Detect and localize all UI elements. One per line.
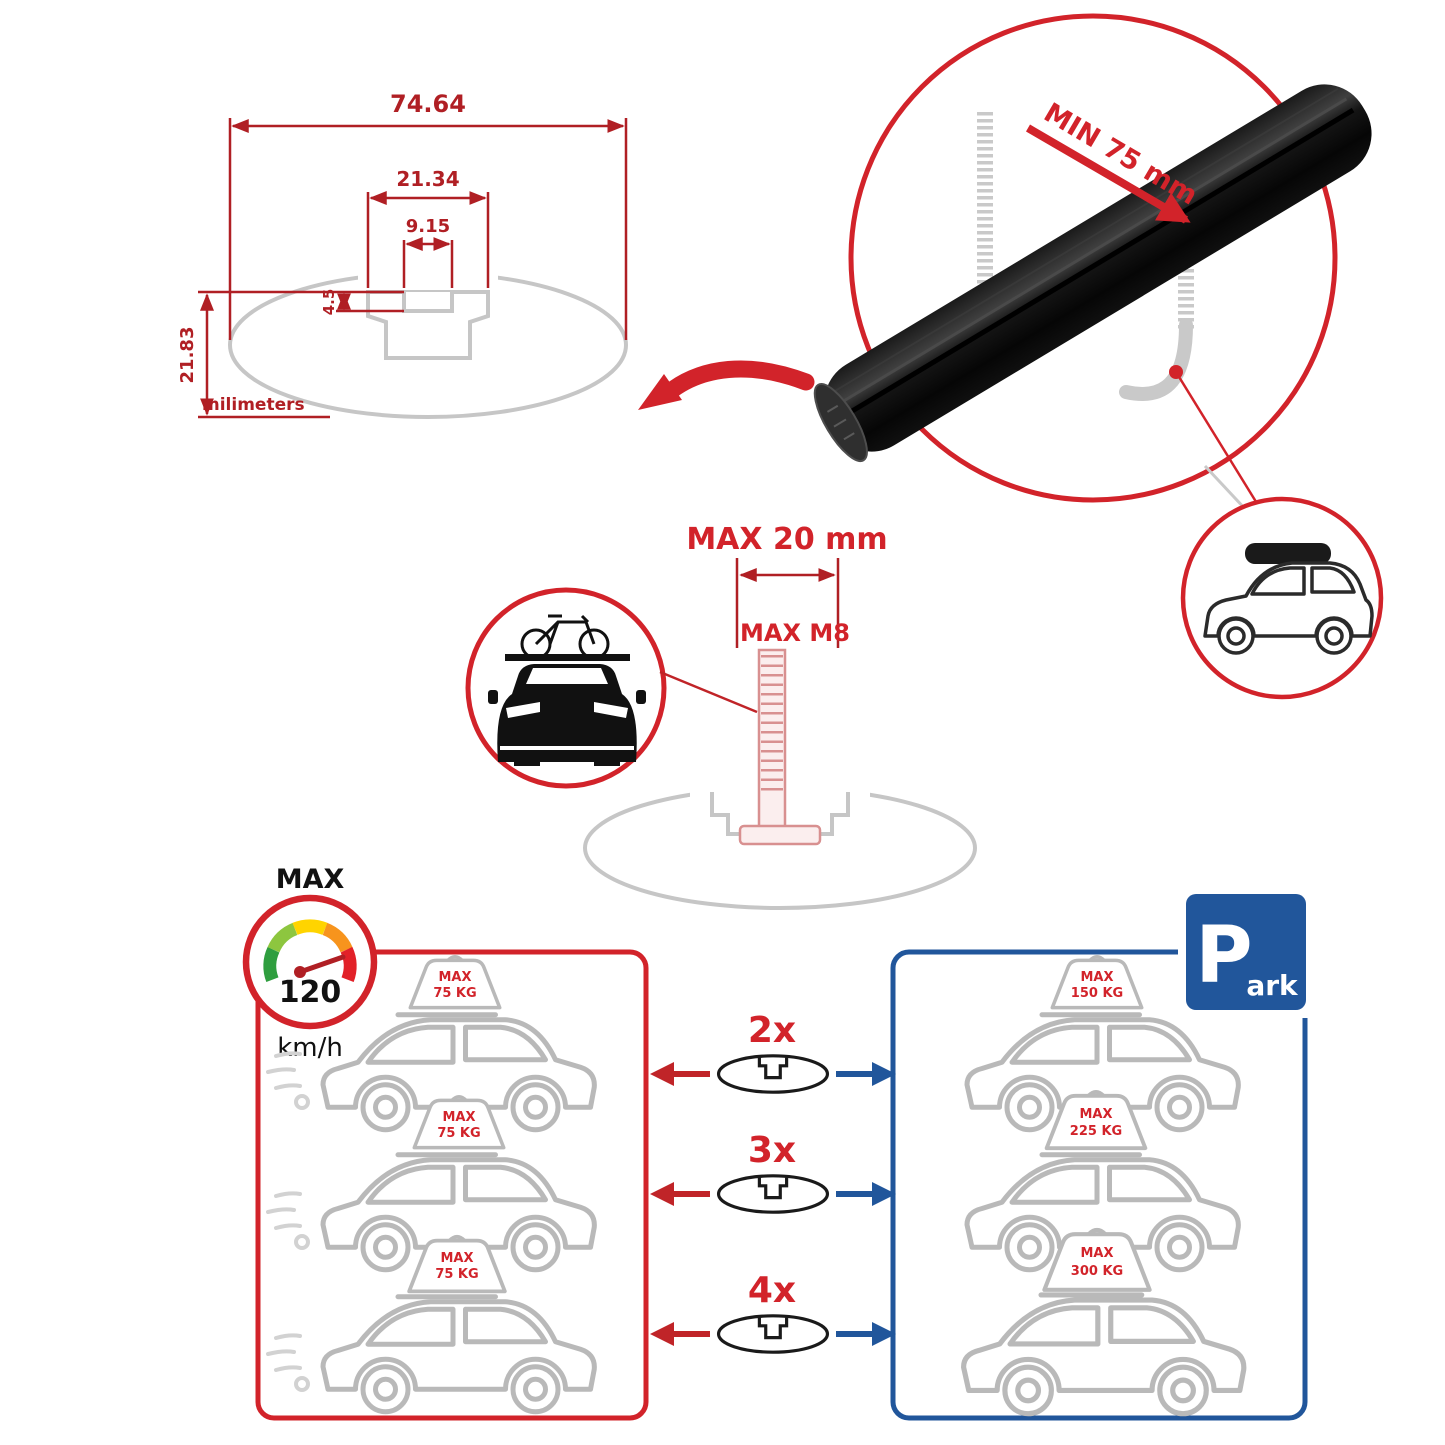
gauge-circle [242, 894, 378, 1030]
cargo-value: 225 KG [1070, 1124, 1122, 1139]
dim-slot-width: 9.15 [406, 216, 450, 237]
arrow-right-icon [872, 1182, 896, 1206]
park-sign-letter: P [1195, 911, 1252, 1001]
profile-mount-block [366, 290, 490, 360]
cargo-value: 75 KG [435, 1267, 478, 1282]
cargo-label: MAX [1079, 1107, 1112, 1122]
parked-car-row: MAX 225 KG [967, 1090, 1238, 1270]
crossbar-profile-icon [716, 1174, 830, 1214]
crossbar-3d [813, 84, 1372, 463]
cargo-value: 300 KG [1071, 1264, 1123, 1279]
max-bolt-length-label: MAX 20 mm [686, 522, 887, 557]
dynamic-car-row: MAX 75 KG [266, 1095, 594, 1270]
quantity-row: 4x [650, 1270, 896, 1354]
profile-slot [402, 292, 454, 313]
cargo-label: MAX [1080, 970, 1113, 985]
crossbar-profile-icon [716, 1314, 830, 1354]
cargo-label: MAX [1080, 1246, 1113, 1261]
leader-grey [1203, 464, 1250, 514]
crossbar-clamp-detail: MIN 75 mm [813, 13, 1372, 503]
units-label: milimeters [202, 395, 305, 415]
gauge-title: MAX [276, 864, 345, 895]
roof-bar [505, 654, 630, 661]
cargo-value: 75 KG [437, 1126, 480, 1141]
arrow-left-icon [650, 1322, 674, 1346]
suv-outline [1203, 561, 1374, 655]
quantity-row: 3x [650, 1130, 896, 1214]
dynamic-car-row: MAX 75 KG [266, 1234, 594, 1412]
park-sign-plate [1186, 894, 1306, 1010]
cargo-label: MAX [440, 1251, 473, 1266]
dim-total-width: 74.64 [390, 90, 466, 118]
max-thread-label: MAX M8 [740, 619, 850, 647]
dim-channel-width: 21.34 [396, 167, 459, 191]
park-sign: P ark [1178, 888, 1314, 1018]
min-grip-arrow [1025, 124, 1191, 224]
parked-car-row: MAX 150 KG [967, 955, 1238, 1130]
crossbar-profile-icon [716, 1054, 830, 1094]
dynamic-car-row: MAX 75 KG [266, 955, 594, 1130]
bike-leader [659, 670, 758, 714]
parked-car-row: MAX 300 KG [964, 1230, 1244, 1414]
bolt-detail: MAX 20 mm MAX M8 [465, 522, 977, 910]
cargo-label: MAX [438, 970, 471, 985]
arrow-left-icon [650, 1062, 674, 1086]
car-front-icon [488, 664, 646, 766]
t-bolt [738, 648, 822, 846]
quantity-label: 3x [748, 1130, 796, 1171]
arrow-right-icon [872, 1062, 896, 1086]
profile-dimension-drawing: 74.64 21.34 9.15 4.5 21.83 milimeters [177, 90, 628, 419]
arrow-left-icon [650, 1182, 674, 1206]
zoom-arrow [638, 360, 815, 410]
dim-profile-height: 21.83 [177, 327, 198, 384]
gauge-units: km/h [277, 1033, 343, 1063]
u-bolt [977, 112, 1194, 401]
speed-limit-gauge: MAX 120 km/h [242, 864, 378, 1063]
cargo-value: 150 KG [1071, 986, 1123, 1001]
roof-cargo-box [1245, 543, 1331, 564]
quantity-label: 4x [748, 1270, 796, 1311]
arrow-right-icon [872, 1322, 896, 1346]
roofbox-car-detail [1180, 496, 1384, 700]
park-sign-rest: ark [1246, 969, 1299, 1002]
leader-red [1174, 371, 1260, 506]
cargo-value: 75 KG [433, 986, 476, 1001]
quantity-row: 2x [650, 1010, 896, 1094]
cargo-label: MAX [442, 1110, 475, 1125]
dim-slot-depth: 4.5 [320, 289, 338, 316]
bike-car-detail [465, 587, 758, 789]
quantity-label: 2x [748, 1010, 796, 1051]
gauge-value: 120 [279, 975, 342, 1010]
gauge-needle [297, 954, 346, 975]
